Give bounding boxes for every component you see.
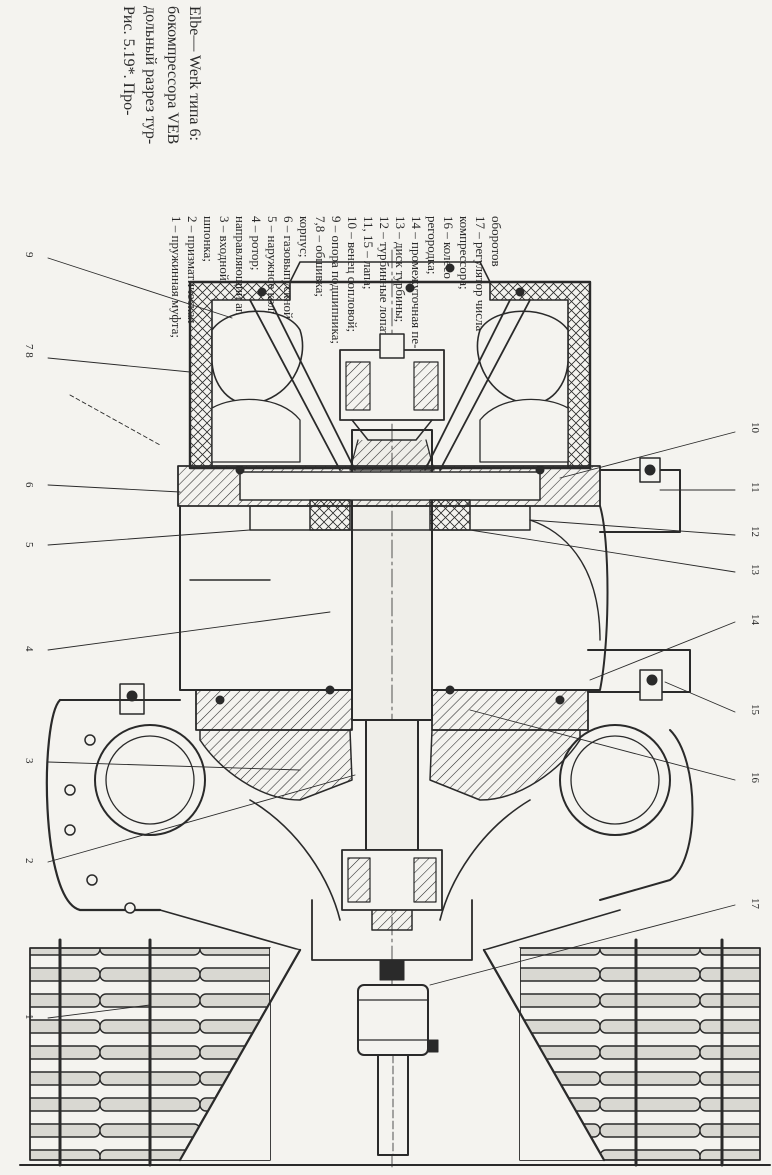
callout-11: 11 — [749, 482, 761, 493]
callout-16: 16 — [749, 772, 761, 784]
callout-6: 6 — [23, 482, 35, 488]
legend-line-10: 7,8 – обшивка; — [313, 216, 328, 297]
legend-line-12: 10 – венец сопловой; — [345, 216, 360, 332]
callout-17: 17 — [749, 898, 761, 910]
legend-line-17: регородка; — [425, 216, 440, 275]
callout-15: 15 — [749, 704, 761, 716]
gas-outlet-casing — [188, 261, 592, 471]
legend-line-4: 3 – входной — [217, 216, 232, 281]
legend-line-1: 1 – пружинная муфта; — [169, 216, 184, 338]
legend-line-15: 13 – диск турбины; — [393, 216, 408, 322]
legend-line-7: 5 – наружное кольцо; — [265, 216, 280, 334]
caption-line-4: Elbe— Werk типа 6: — [186, 6, 203, 141]
legend-line-18: 16 – колесо — [441, 216, 456, 279]
callout-2: 2 — [23, 858, 35, 864]
legend-line-13: 11, 15 – лапа; — [361, 216, 376, 289]
caption-line-3: бокомпрессора VEB — [164, 6, 181, 144]
inlet-filter-silencer — [19, 909, 771, 1167]
legend-line-11: 9 – опора подшипника; — [329, 216, 344, 344]
callout-4: 4 — [23, 646, 35, 652]
callout-labels-right: 10 11 12 13 14 15 16 17 — [749, 422, 761, 910]
callout-12: 12 — [749, 526, 761, 537]
caption-line-1: Рис. 5.19*. Про- — [120, 6, 137, 115]
legend-line-8: 6 – газовыпускной — [281, 216, 296, 319]
callout-7-8: 7 8 — [23, 344, 35, 358]
leader-lines-right — [429, 431, 736, 986]
legend-line-6: 4 – ротор; — [249, 216, 264, 270]
machine-cross-section — [19, 249, 771, 1171]
compressor-volute — [45, 698, 694, 921]
callout-13: 13 — [749, 564, 761, 576]
callout-labels-left: 9 7 8 6 5 4 3 2 1 — [23, 252, 35, 1020]
legend-line-3: шпонка; — [201, 216, 216, 262]
turbine-stage — [177, 457, 681, 533]
callout-14: 14 — [749, 614, 761, 626]
legend-line-21: оборотов — [489, 216, 504, 267]
legend-line-9: корпус; — [297, 216, 312, 258]
legend-line-14: 12 – турбинные лопатки; — [377, 216, 392, 354]
callout-3: 3 — [23, 758, 35, 764]
callout-10: 10 — [749, 422, 761, 434]
figure-legend: 1 – пружинная муфта; 2 – призматическая … — [169, 216, 504, 354]
callout-1: 1 — [23, 1014, 35, 1020]
callout-9: 9 — [23, 252, 35, 258]
legend-line-19: компрессора; — [457, 216, 472, 290]
caption-line-2: дольный разрез тур- — [142, 6, 159, 144]
callout-5: 5 — [23, 542, 35, 548]
intermediate-casing — [119, 505, 691, 731]
legend-line-20: 17 – регулятор числа — [473, 216, 488, 332]
leader-lines-left — [47, 257, 356, 1019]
figure-caption: Рис. 5.19*. Про- дольный разрез тур- бок… — [120, 6, 203, 144]
compressor-bearing — [311, 849, 473, 961]
speed-regulator — [357, 959, 439, 1156]
